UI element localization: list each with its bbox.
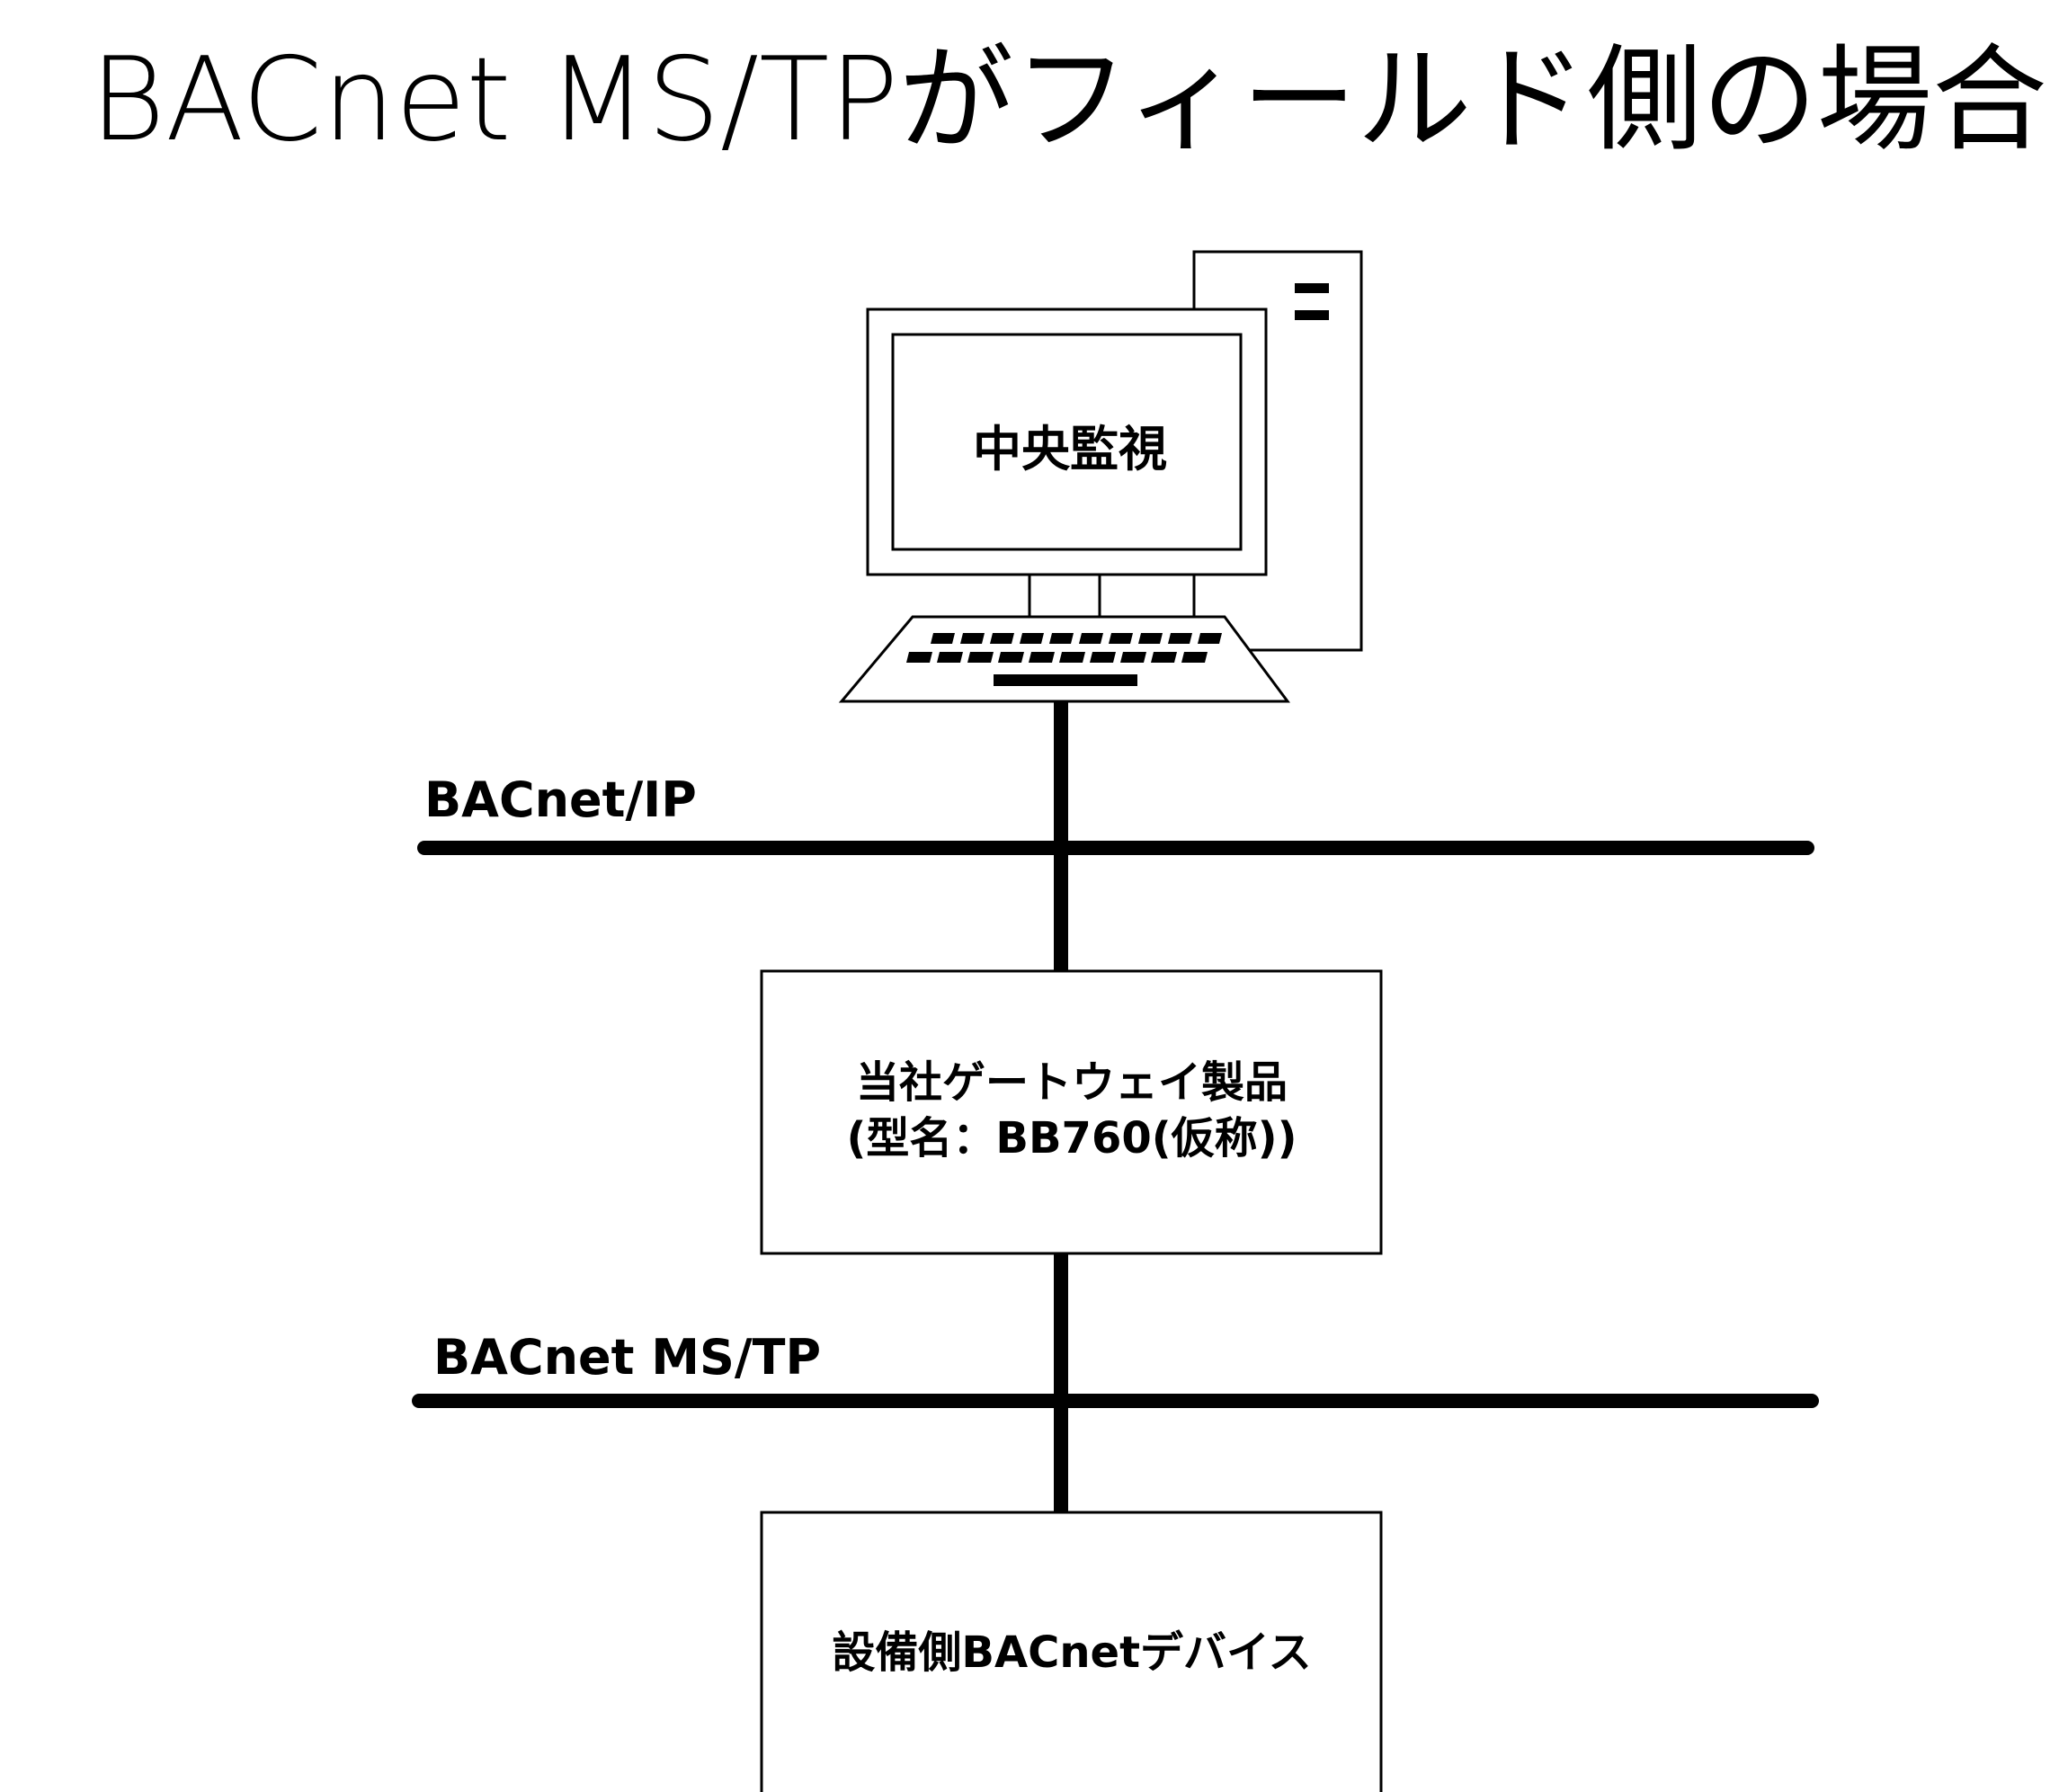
keyboard-key xyxy=(990,633,1014,644)
keyboard-key xyxy=(1049,633,1074,644)
computer-icon xyxy=(838,250,1363,703)
monitor-screen xyxy=(891,333,1243,551)
keyboard-key xyxy=(1168,633,1192,644)
keyboard-key xyxy=(1029,652,1055,663)
keyboard-key xyxy=(960,633,985,644)
bacnet-mstp-label: BACnet MS/TP xyxy=(433,1329,821,1386)
keyboard-key xyxy=(906,652,932,663)
page-title: BACnet MS/TPがフィールド側の場合 xyxy=(90,33,2047,167)
tower-drive-slot xyxy=(1295,310,1329,320)
tower-drive-slot xyxy=(1295,283,1329,293)
keyboard-key xyxy=(1181,652,1208,663)
gateway-label-line1: 当社ゲートウェイ製品 xyxy=(856,1057,1288,1108)
keyboard-key xyxy=(1138,633,1163,644)
keyboard-key xyxy=(998,652,1024,663)
keyboard-key xyxy=(1109,633,1133,644)
keyboard-key xyxy=(1059,652,1085,663)
keyboard-key xyxy=(931,633,955,644)
keyboard-key xyxy=(1198,633,1222,644)
keyboard-key xyxy=(1079,633,1103,644)
keyboard-key xyxy=(1090,652,1116,663)
field-device-label: 設備側BACnetデバイス xyxy=(832,1627,1311,1678)
keyboard-key xyxy=(1020,633,1044,644)
gateway-box xyxy=(760,969,1383,1255)
gateway-label-line2: (型名：BB760(仮称)) xyxy=(846,1113,1297,1163)
keyboard-key xyxy=(937,652,963,663)
keyboard-key xyxy=(967,652,994,663)
keyboard-key xyxy=(1151,652,1177,663)
keyboard-spacebar xyxy=(994,674,1137,686)
bacnet-ip-label: BACnet/IP xyxy=(424,771,697,828)
central-monitor-label: 中央監視 xyxy=(973,421,1167,477)
keyboard-key xyxy=(1120,652,1146,663)
field-device-box xyxy=(760,1511,1383,1792)
keyboard-keys xyxy=(906,633,1222,686)
